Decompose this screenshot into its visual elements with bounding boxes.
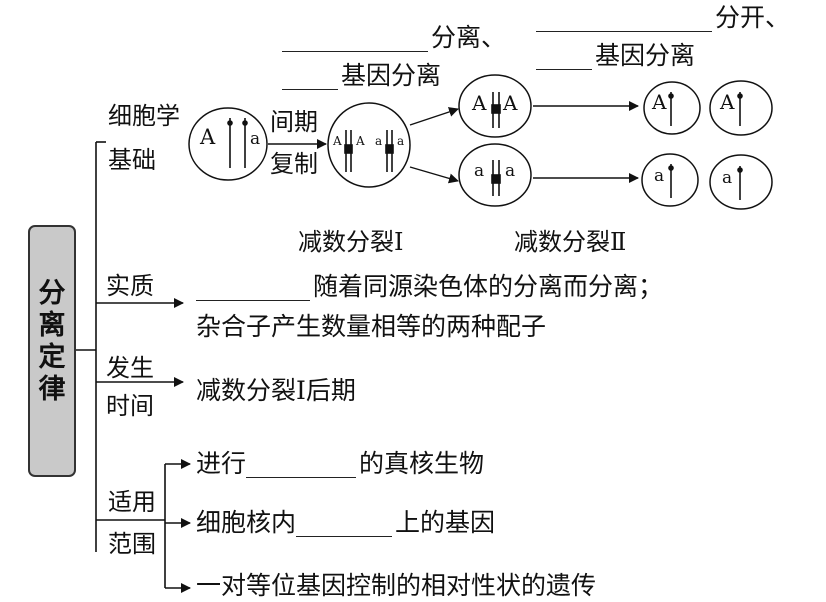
scope-item-1-after: 的真核生物 [359, 449, 484, 478]
top-left-fill-line1: 分离、 [282, 24, 506, 52]
timing-label-line1: 发生 [106, 354, 154, 382]
top-left-fill-line2: 基因分离 [282, 62, 441, 90]
main-title-char: 定 [30, 343, 74, 373]
top-right-fill-text2: 基因分离 [595, 41, 695, 70]
scope-item-2-before: 细胞核内 [196, 508, 296, 537]
stage-label-meiosis-1: 减数分裂Ⅰ [298, 229, 403, 255]
allele-a: a [250, 130, 260, 148]
main-title-char: 分 [30, 279, 74, 309]
blank-line [296, 514, 392, 537]
basis-label-line1: 细胞学 [108, 102, 180, 130]
basis-label-line2: 基础 [108, 146, 156, 174]
top-right-fill-line1: 分开、 [536, 4, 790, 32]
scope-label-line1: 适用 [108, 488, 156, 516]
scope-item-3: 一对等位基因控制的相对性状的遗传 [196, 572, 596, 600]
scope-label-line2: 范围 [108, 530, 156, 558]
allele-a: a [397, 135, 404, 147]
essence-line1: 随着同源染色体的分离而分离； [196, 273, 663, 301]
scope-item-2: 细胞核内 上的基因 [196, 509, 495, 537]
allele-A: A [333, 135, 342, 147]
blank-line [282, 67, 338, 90]
main-connector-lines [76, 142, 106, 552]
allele-A: A [503, 94, 517, 112]
interphase-label-line1: 间期 [270, 108, 318, 136]
allele-A: A [200, 128, 215, 146]
allele-A: A [472, 94, 486, 112]
timing-text: 减数分裂Ⅰ后期 [196, 377, 356, 405]
allele-A: A [356, 135, 365, 147]
main-title-char: 律 [30, 375, 74, 405]
top-left-fill-text1: 分离、 [431, 23, 506, 52]
stage-label-meiosis-2: 减数分裂Ⅱ [514, 229, 626, 255]
allele-a: a [654, 167, 664, 185]
timing-label-line2: 时间 [106, 392, 154, 420]
allele-a: a [474, 162, 484, 180]
interphase-label-line2: 复制 [270, 150, 318, 178]
blank-line [536, 47, 592, 70]
scope-item-1-before: 进行 [196, 449, 246, 478]
essence-line2: 杂合子产生数量相等的两种配子 [196, 313, 546, 341]
essence-label: 实质 [106, 272, 154, 300]
blank-line [246, 455, 356, 478]
gamete-cell-a2 [710, 155, 772, 209]
scope-item-1: 进行 的真核生物 [196, 450, 484, 478]
blank-line [536, 9, 712, 32]
allele-A: A [720, 93, 734, 111]
essence-line1-text: 随着同源染色体的分离而分离； [313, 272, 663, 301]
scope-item-2-after: 上的基因 [395, 508, 495, 537]
cell-arrows [268, 106, 638, 181]
blank-line [282, 29, 428, 52]
top-right-fill-line2: 基因分离 [536, 42, 695, 70]
top-left-fill-text2: 基因分离 [341, 61, 441, 90]
allele-a: a [722, 169, 732, 187]
gamete-cell-a1 [642, 154, 698, 206]
allele-a: a [375, 135, 382, 147]
top-right-fill-text1: 分开、 [715, 3, 790, 32]
allele-a: a [505, 162, 515, 180]
blank-line [196, 278, 310, 301]
main-title-char: 离 [30, 311, 74, 341]
scope-brace-lines [165, 464, 190, 588]
allele-A: A [652, 93, 666, 111]
main-title-box: 分 离 定 律 [28, 225, 76, 477]
